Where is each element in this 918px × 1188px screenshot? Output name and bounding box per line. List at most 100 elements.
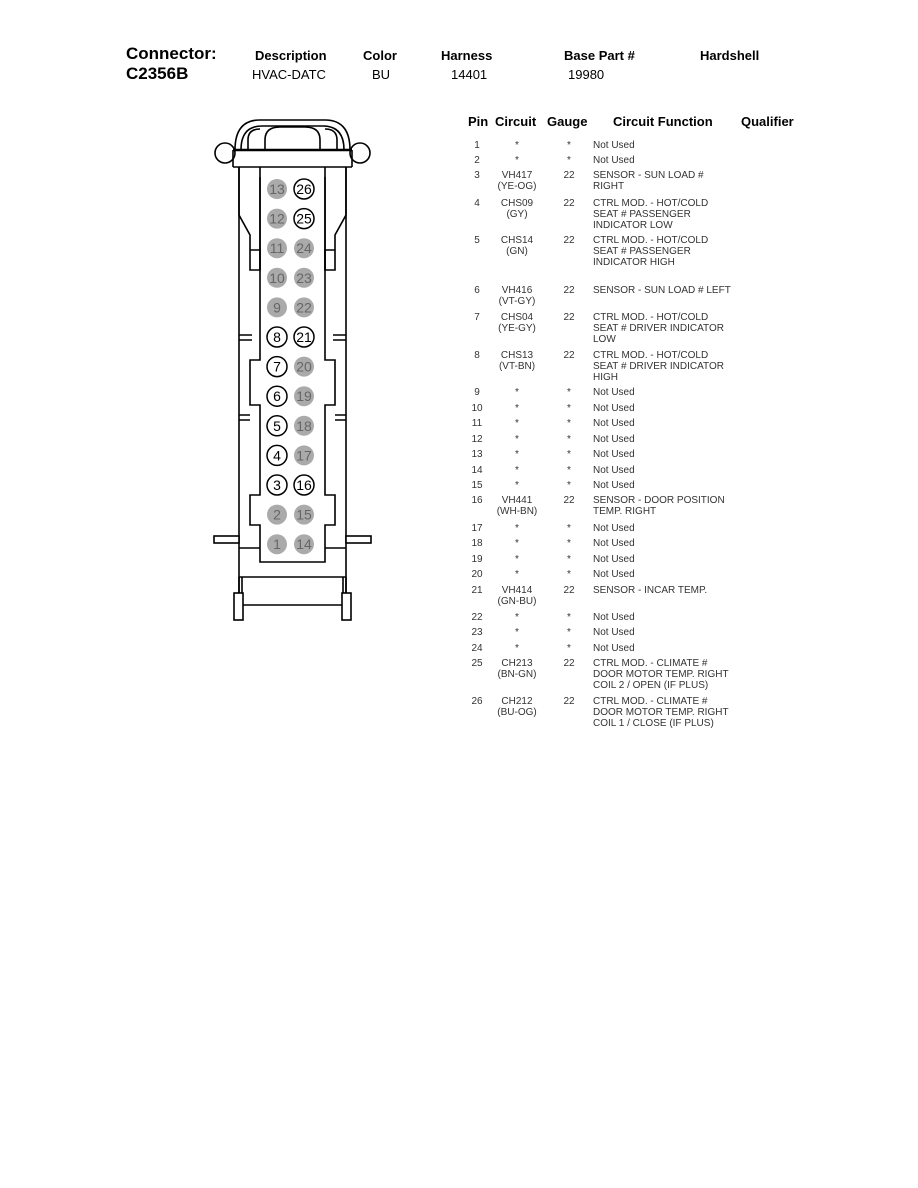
pin-12-circle-icon: [267, 208, 287, 229]
table-row: 2**Not Used: [462, 155, 812, 166]
function-line: LOW: [593, 334, 616, 345]
circuit-line: VH416: [501, 285, 533, 296]
function-line: Not Used: [593, 387, 635, 398]
circuit-function: Not Used: [593, 465, 743, 476]
circuit-line: (YE-OG): [497, 181, 537, 192]
circuit-line: (BN-GN): [497, 669, 537, 680]
function-line: HIGH: [593, 372, 618, 383]
circuit-code: *: [490, 643, 544, 654]
function-line: Not Used: [593, 554, 635, 565]
hardshell-label: Hardshell: [700, 48, 760, 63]
function-line: INDICATOR HIGH: [593, 257, 675, 268]
pin-label: 23: [296, 270, 312, 286]
gauge-value: *: [567, 155, 571, 166]
circuit-line: *: [515, 569, 519, 580]
pin-number: 26: [471, 696, 483, 707]
circuit-function: Not Used: [593, 480, 743, 491]
circuit-function: SENSOR - INCAR TEMP.: [593, 585, 743, 596]
connector-label: Connector:: [126, 44, 217, 63]
gauge-value: 22: [563, 312, 575, 323]
pin-label: 12: [269, 211, 285, 227]
table-row: 13**Not Used: [462, 449, 812, 460]
table-row: 20**Not Used: [462, 569, 812, 580]
circuit-code: *: [490, 569, 544, 580]
circuit-line: *: [515, 480, 519, 491]
pin-11-circle-icon: [267, 238, 287, 259]
pin-label: 9: [273, 299, 281, 315]
circuit-line: *: [515, 612, 519, 623]
pin-label: 17: [296, 447, 312, 463]
circuit-line: CHS09: [500, 198, 534, 209]
table-row: 19**Not Used: [462, 554, 812, 565]
function-line: CTRL MOD. - HOT/COLD: [593, 235, 709, 246]
pin-label: 25: [296, 211, 312, 227]
pin-label: 15: [296, 507, 312, 523]
circuit-line: *: [515, 554, 519, 565]
function-line: Not Used: [593, 140, 635, 151]
table-row: 17**Not Used: [462, 523, 812, 534]
pin-9-circle-icon: [267, 297, 287, 318]
circuit-line: (WH-BN): [496, 506, 538, 517]
gauge-value: *: [567, 523, 571, 534]
function-line: Not Used: [593, 465, 635, 476]
pin-number: 7: [474, 312, 480, 323]
pin-2-circle-icon: [267, 504, 287, 525]
description-value: HVAC-DATC: [252, 67, 326, 82]
circuit-function: Not Used: [593, 612, 743, 623]
gauge-value: *: [567, 627, 571, 638]
function-line: TEMP. RIGHT: [593, 506, 657, 517]
gauge-header: Gauge: [547, 114, 588, 129]
pin-number: 8: [474, 350, 480, 361]
gauge-value: 22: [563, 696, 575, 707]
pin-number: 14: [471, 465, 483, 476]
pin-number: 3: [474, 170, 480, 181]
gauge-value: 22: [563, 658, 575, 669]
function-line: CTRL MOD. - CLIMATE #: [593, 658, 708, 669]
qualifier-header: Qualifier: [741, 114, 794, 129]
table-row: 14**Not Used: [462, 465, 812, 476]
pin-4-circle-icon: [266, 444, 288, 467]
pin-number: 4: [474, 198, 480, 209]
pin-25-circle-icon: [293, 207, 315, 230]
circuit-function: Not Used: [593, 569, 743, 580]
function-line: Not Used: [593, 627, 635, 638]
pin-label: 10: [269, 270, 285, 286]
pin-number: 21: [471, 585, 483, 596]
circuit-line: VH441: [501, 495, 533, 506]
gauge-value: 22: [563, 585, 575, 596]
pin-7-circle-icon: [266, 355, 288, 378]
pin-number: 23: [471, 627, 483, 638]
function-line: DOOR MOTOR TEMP. RIGHT: [593, 669, 729, 680]
circuit-code: VH441(WH-BN): [490, 495, 544, 517]
function-line: RIGHT: [593, 181, 625, 192]
circuit-code: *: [490, 434, 544, 445]
pin-5-circle-icon: [266, 415, 288, 437]
pin-13-circle-icon: [267, 179, 287, 199]
table-row: 18**Not Used: [462, 538, 812, 549]
gauge-value: *: [567, 643, 571, 654]
gauge-value: 22: [563, 495, 575, 506]
circuit-code: *: [490, 449, 544, 460]
circuit-code: *: [490, 418, 544, 429]
circuit-function: Not Used: [593, 403, 743, 414]
circuit-function: Not Used: [593, 387, 743, 398]
pin-number: 13: [471, 449, 483, 460]
circuit-code: *: [490, 140, 544, 151]
gauge-value: *: [567, 140, 571, 151]
gauge-value: *: [567, 449, 571, 460]
gauge-value: *: [567, 403, 571, 414]
circuit-line: (GY): [506, 209, 528, 220]
pin-23-circle-icon: [294, 267, 314, 288]
